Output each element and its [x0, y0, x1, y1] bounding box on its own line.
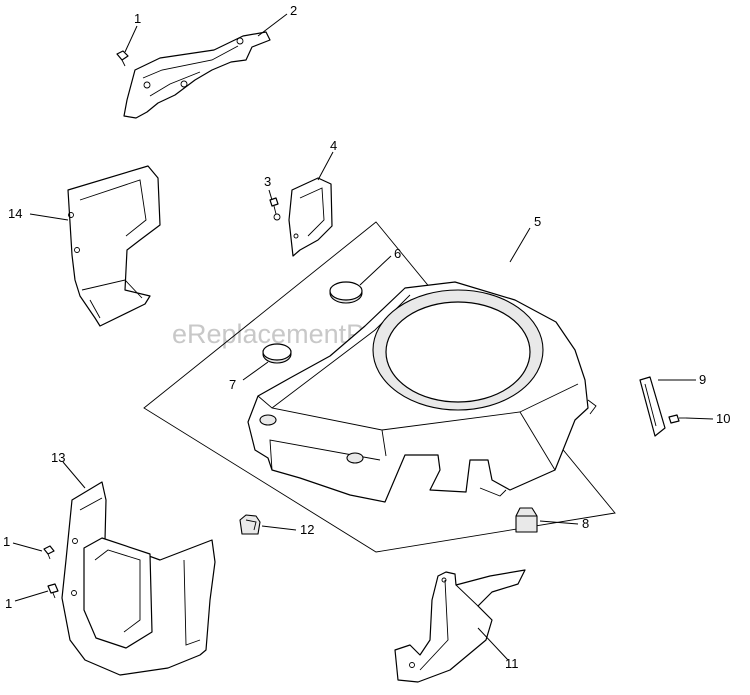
callout-5: 5	[534, 214, 541, 229]
part-1-screw-left-lower	[47, 583, 59, 599]
callout-3: 3	[264, 174, 271, 189]
part-14-shroud	[67, 165, 161, 327]
callout-1-top: 1	[134, 11, 141, 26]
part-8-grommet	[515, 507, 538, 533]
callout-14: 14	[8, 206, 22, 221]
callouts: 1 2 3 4 5 6 7 9 10 8 12 13 1 1 11 14	[3, 3, 730, 671]
callout-7: 7	[229, 377, 236, 392]
part-5-blower-housing	[247, 281, 597, 503]
part-6-plug	[329, 281, 363, 304]
part-12-clip	[239, 514, 261, 535]
part-13-shroud	[61, 481, 216, 676]
part-3-screw	[269, 197, 281, 221]
part-1-screw-top	[116, 50, 129, 67]
part-11-bracket	[394, 569, 526, 683]
callout-4: 4	[330, 138, 337, 153]
callout-10: 10	[716, 411, 730, 426]
part-2-bracket	[123, 31, 271, 119]
part-1-screw-left-upper	[43, 545, 55, 560]
part-9-plate	[639, 376, 666, 437]
callout-1-left-lower: 1	[5, 596, 12, 611]
part-4-bracket	[288, 177, 333, 257]
callout-9: 9	[699, 372, 706, 387]
callout-1-left-upper: 1	[3, 534, 10, 549]
callout-2: 2	[290, 3, 297, 18]
callout-12: 12	[300, 522, 314, 537]
part-10-screw	[668, 414, 686, 424]
leader-lines	[12, 13, 714, 661]
callout-11: 11	[505, 656, 519, 671]
callout-8: 8	[582, 516, 589, 531]
part-7-plug	[262, 343, 292, 364]
callout-13: 13	[51, 450, 65, 465]
callout-6: 6	[394, 246, 401, 261]
